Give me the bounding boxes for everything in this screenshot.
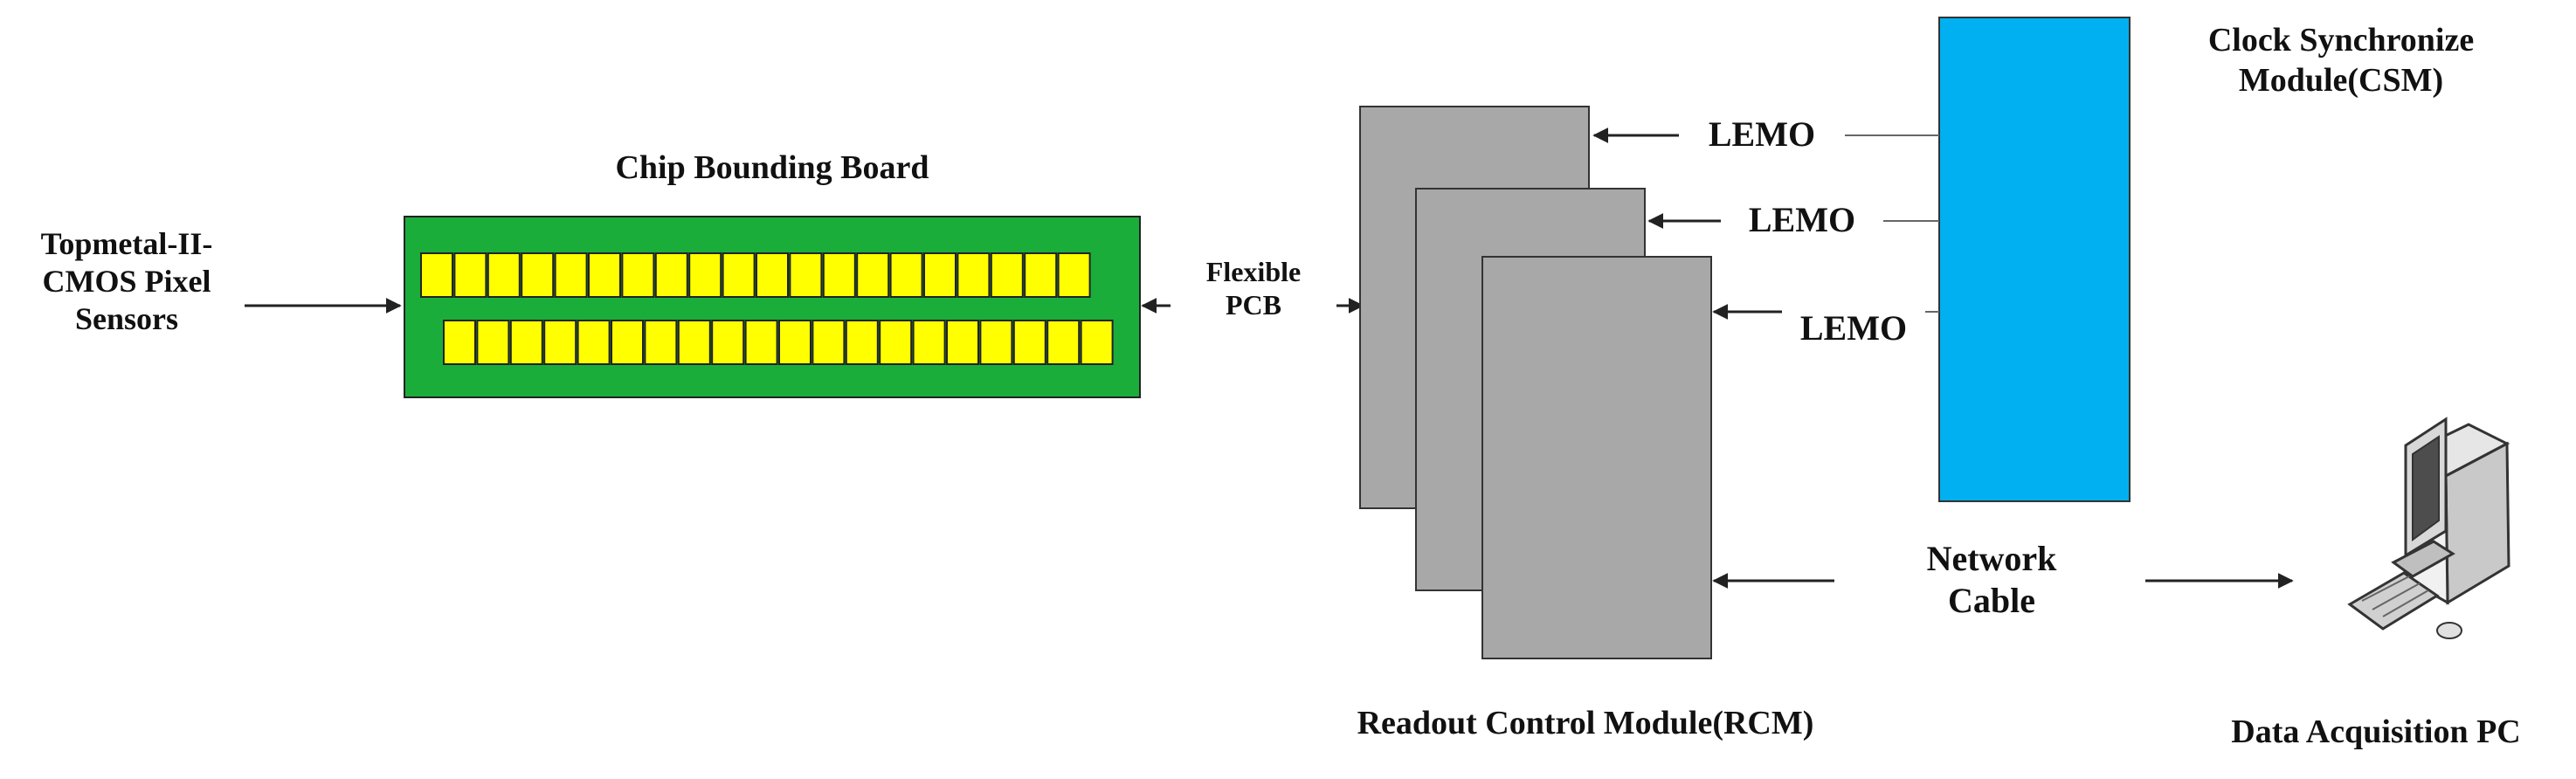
- network-cable-line-1: Network: [1926, 539, 2057, 578]
- board-row2-cell-17: [979, 320, 1013, 365]
- board-row2-cell-18: [1012, 320, 1046, 365]
- lemo-label-2: LEMO: [1748, 200, 1856, 239]
- board-row2-cell-6: [611, 320, 644, 365]
- flex-pcb-line-2: PCB: [1226, 289, 1281, 321]
- flex-pcb-line-1: Flexible: [1205, 256, 1302, 287]
- board-row2-cell-7: [644, 320, 678, 365]
- network-cable-line-2: Cable: [1948, 581, 2035, 620]
- sensors-label-line-3: Sensors: [74, 301, 179, 337]
- board-row1-cell-8: [654, 252, 688, 298]
- board-pixel-cells: [420, 252, 1114, 365]
- lemo-label-1: LEMO: [1708, 114, 1816, 154]
- board-row2-cell-15: [912, 320, 946, 365]
- board-row1-cell-18: [990, 252, 1024, 298]
- board-row1-cell-9: [688, 252, 722, 298]
- board-row1-cell-6: [588, 252, 621, 298]
- rcm-label: Readout Control Module(RCM): [1357, 705, 1814, 741]
- csm-label: Clock Synchronize Module(CSM): [2140, 21, 2542, 100]
- flex-pcb-label: Flexible PCB: [1171, 255, 1336, 322]
- sensors-label-line-2: CMOS Pixel: [42, 264, 211, 300]
- board-row2-cell-14: [879, 320, 913, 365]
- computer-icon: [2347, 417, 2510, 639]
- board-row2-cell-11: [778, 320, 811, 365]
- board-row1-cell-11: [756, 252, 789, 298]
- sensors-label: Topmetal-II- CMOS Pixel Sensors: [0, 225, 253, 339]
- pc-label: Data Acquisition PC: [2231, 714, 2521, 750]
- board-row2-cell-1: [443, 320, 476, 365]
- board-row1-cell-1: [420, 252, 453, 298]
- board-row2-cell-5: [577, 320, 611, 365]
- board-row2-cell-19: [1046, 320, 1081, 365]
- board-row1-cell-14: [856, 252, 890, 298]
- board-row2-cell-8: [677, 320, 711, 365]
- board-row1-cell-2: [453, 252, 487, 298]
- board-row1-cell-16: [923, 252, 957, 298]
- rcm-board-front: [1481, 256, 1712, 659]
- board-row2-cell-12: [811, 320, 846, 365]
- clock-synchronize-module: [1938, 17, 2131, 502]
- lemo-label-3: LEMO: [1799, 308, 1908, 348]
- board-row2-cell-2: [476, 320, 510, 365]
- sensors-label-line-1: Topmetal-II-: [40, 226, 213, 261]
- board-row1-cell-13: [822, 252, 856, 298]
- board-row2-cell-16: [946, 320, 979, 365]
- chip-bounding-board: [404, 216, 1141, 398]
- network-cable-label: Network Cable: [1861, 538, 2123, 622]
- board-row1-cell-5: [554, 252, 588, 298]
- board-row2-cell-10: [744, 320, 778, 365]
- board-title: Chip Bounding Board: [615, 149, 929, 186]
- board-row2-cell-13: [845, 320, 879, 365]
- board-row1-cell-19: [1024, 252, 1058, 298]
- board-row2-cell-4: [543, 320, 577, 365]
- board-row1-cell-10: [722, 252, 756, 298]
- csm-label-line-1: Clock Synchronize: [2207, 22, 2475, 59]
- board-row1-cell-3: [487, 252, 521, 298]
- board-row1-cell-20: [1057, 252, 1091, 298]
- board-row1-cell-15: [889, 252, 923, 298]
- board-row1-cell-4: [521, 252, 555, 298]
- csm-label-line-2: Module(CSM): [2238, 61, 2444, 99]
- board-row1-cell-17: [957, 252, 991, 298]
- board-row2-cell-9: [711, 320, 745, 365]
- board-row2-cell-3: [509, 320, 543, 365]
- board-row1-cell-12: [789, 252, 823, 298]
- board-row2-cell-20: [1080, 320, 1114, 365]
- board-row1-cell-7: [621, 252, 655, 298]
